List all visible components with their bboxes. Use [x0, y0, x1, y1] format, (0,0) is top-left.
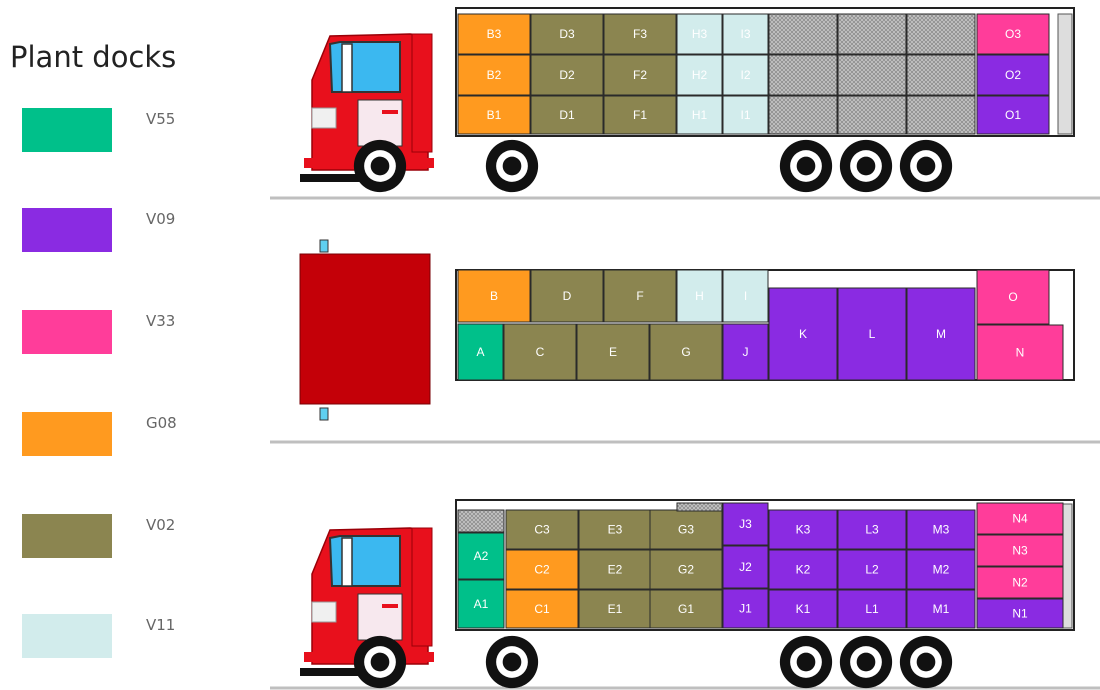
wheel — [900, 140, 952, 192]
cargo-box-label: N2 — [1012, 576, 1028, 590]
cargo-box-label: G1 — [678, 602, 694, 616]
truck-cab-top — [300, 254, 430, 404]
cargo-box-label: J — [743, 345, 749, 359]
cargo-box-label: B2 — [487, 68, 502, 82]
cargo-box-label: H2 — [692, 68, 708, 82]
cargo-box-label: N4 — [1012, 512, 1028, 526]
wheel — [840, 636, 892, 688]
cargo-box-label: E2 — [608, 563, 623, 577]
cargo-box-label: B1 — [487, 108, 502, 122]
cargo-box-label: H — [695, 289, 704, 303]
cargo-box-label: D — [563, 289, 572, 303]
cargo-box-label: C3 — [534, 523, 550, 537]
cargo-box-label: E1 — [608, 602, 623, 616]
cargo-box-label: A1 — [474, 597, 489, 611]
cargo-box-label: K3 — [796, 523, 811, 537]
cargo-box-label: I — [744, 289, 747, 303]
mirror — [320, 240, 328, 252]
cargo-box-label: N3 — [1012, 544, 1028, 558]
cargo-box-label: K2 — [796, 563, 811, 577]
cargo-box-label: I1 — [740, 108, 750, 122]
wheel — [486, 636, 538, 688]
cargo-box-label: C1 — [534, 602, 550, 616]
cargo-box-label: J1 — [739, 602, 752, 616]
cargo-box-label: L2 — [865, 563, 879, 577]
cargo-box-label: G3 — [678, 523, 694, 537]
cargo-box-label: D1 — [559, 108, 575, 122]
cargo-box-label: N1 — [1012, 607, 1028, 621]
cargo-box-label: N — [1016, 346, 1025, 360]
cargo-box-label: K1 — [796, 602, 811, 616]
cargo-box-label: A2 — [474, 549, 489, 563]
cargo-box-label: G2 — [678, 563, 694, 577]
cargo-box-label: O3 — [1005, 27, 1021, 41]
cargo-box-label: B — [490, 289, 498, 303]
cargo-box-label: I2 — [740, 68, 750, 82]
cargo-box-label: F2 — [633, 68, 647, 82]
cargo-box-label: M3 — [933, 523, 950, 537]
cargo-box-label: D3 — [559, 27, 575, 41]
empty-slot — [458, 510, 504, 532]
empty-slot — [838, 14, 906, 54]
wheel — [354, 636, 406, 688]
cargo-box-label: F3 — [633, 27, 647, 41]
cargo-box-label: F — [636, 289, 643, 303]
cargo-box-label: K — [799, 327, 807, 341]
cargo-box-label: J2 — [739, 560, 752, 574]
cargo-box-label: F1 — [633, 108, 647, 122]
cargo-box-label: G — [681, 345, 690, 359]
cargo-box-label: O2 — [1005, 68, 1021, 82]
empty-slot — [769, 14, 837, 54]
empty-slot — [677, 503, 722, 511]
cargo-box-label: H1 — [692, 108, 708, 122]
empty-slot — [907, 96, 975, 134]
cargo-box-label: O — [1008, 290, 1017, 304]
empty-slot — [907, 14, 975, 54]
cargo-box-label: E — [609, 345, 617, 359]
wheel — [780, 140, 832, 192]
wheel — [900, 636, 952, 688]
cargo-box-label: H3 — [692, 27, 708, 41]
empty-slot — [769, 55, 837, 95]
cargo-box-label: L3 — [865, 523, 879, 537]
empty-slot — [838, 96, 906, 134]
cargo-box-label: B3 — [487, 27, 502, 41]
cargo-box-label: J3 — [739, 517, 752, 531]
cargo-box-label: C2 — [534, 563, 550, 577]
cargo-box-label: A — [476, 345, 484, 359]
cargo-box-label: C — [536, 345, 545, 359]
wheel — [780, 636, 832, 688]
cargo-box-label: L1 — [865, 602, 879, 616]
cargo-box-label: E3 — [608, 523, 623, 537]
cargo-box-label: M — [936, 327, 946, 341]
empty-slot — [769, 96, 837, 134]
wheel — [354, 140, 406, 192]
wheel — [486, 140, 538, 192]
wheel — [840, 140, 892, 192]
cargo-box-label: O1 — [1005, 108, 1021, 122]
cargo-box-label: L — [869, 327, 876, 341]
empty-slot — [907, 55, 975, 95]
cargo-box-label: M1 — [933, 602, 950, 616]
mirror — [320, 408, 328, 420]
cargo-box-label: I3 — [740, 27, 750, 41]
trailer-door — [1058, 14, 1072, 134]
cargo-box-label: D2 — [559, 68, 575, 82]
cargo-box-label: M2 — [933, 563, 950, 577]
empty-slot — [838, 55, 906, 95]
